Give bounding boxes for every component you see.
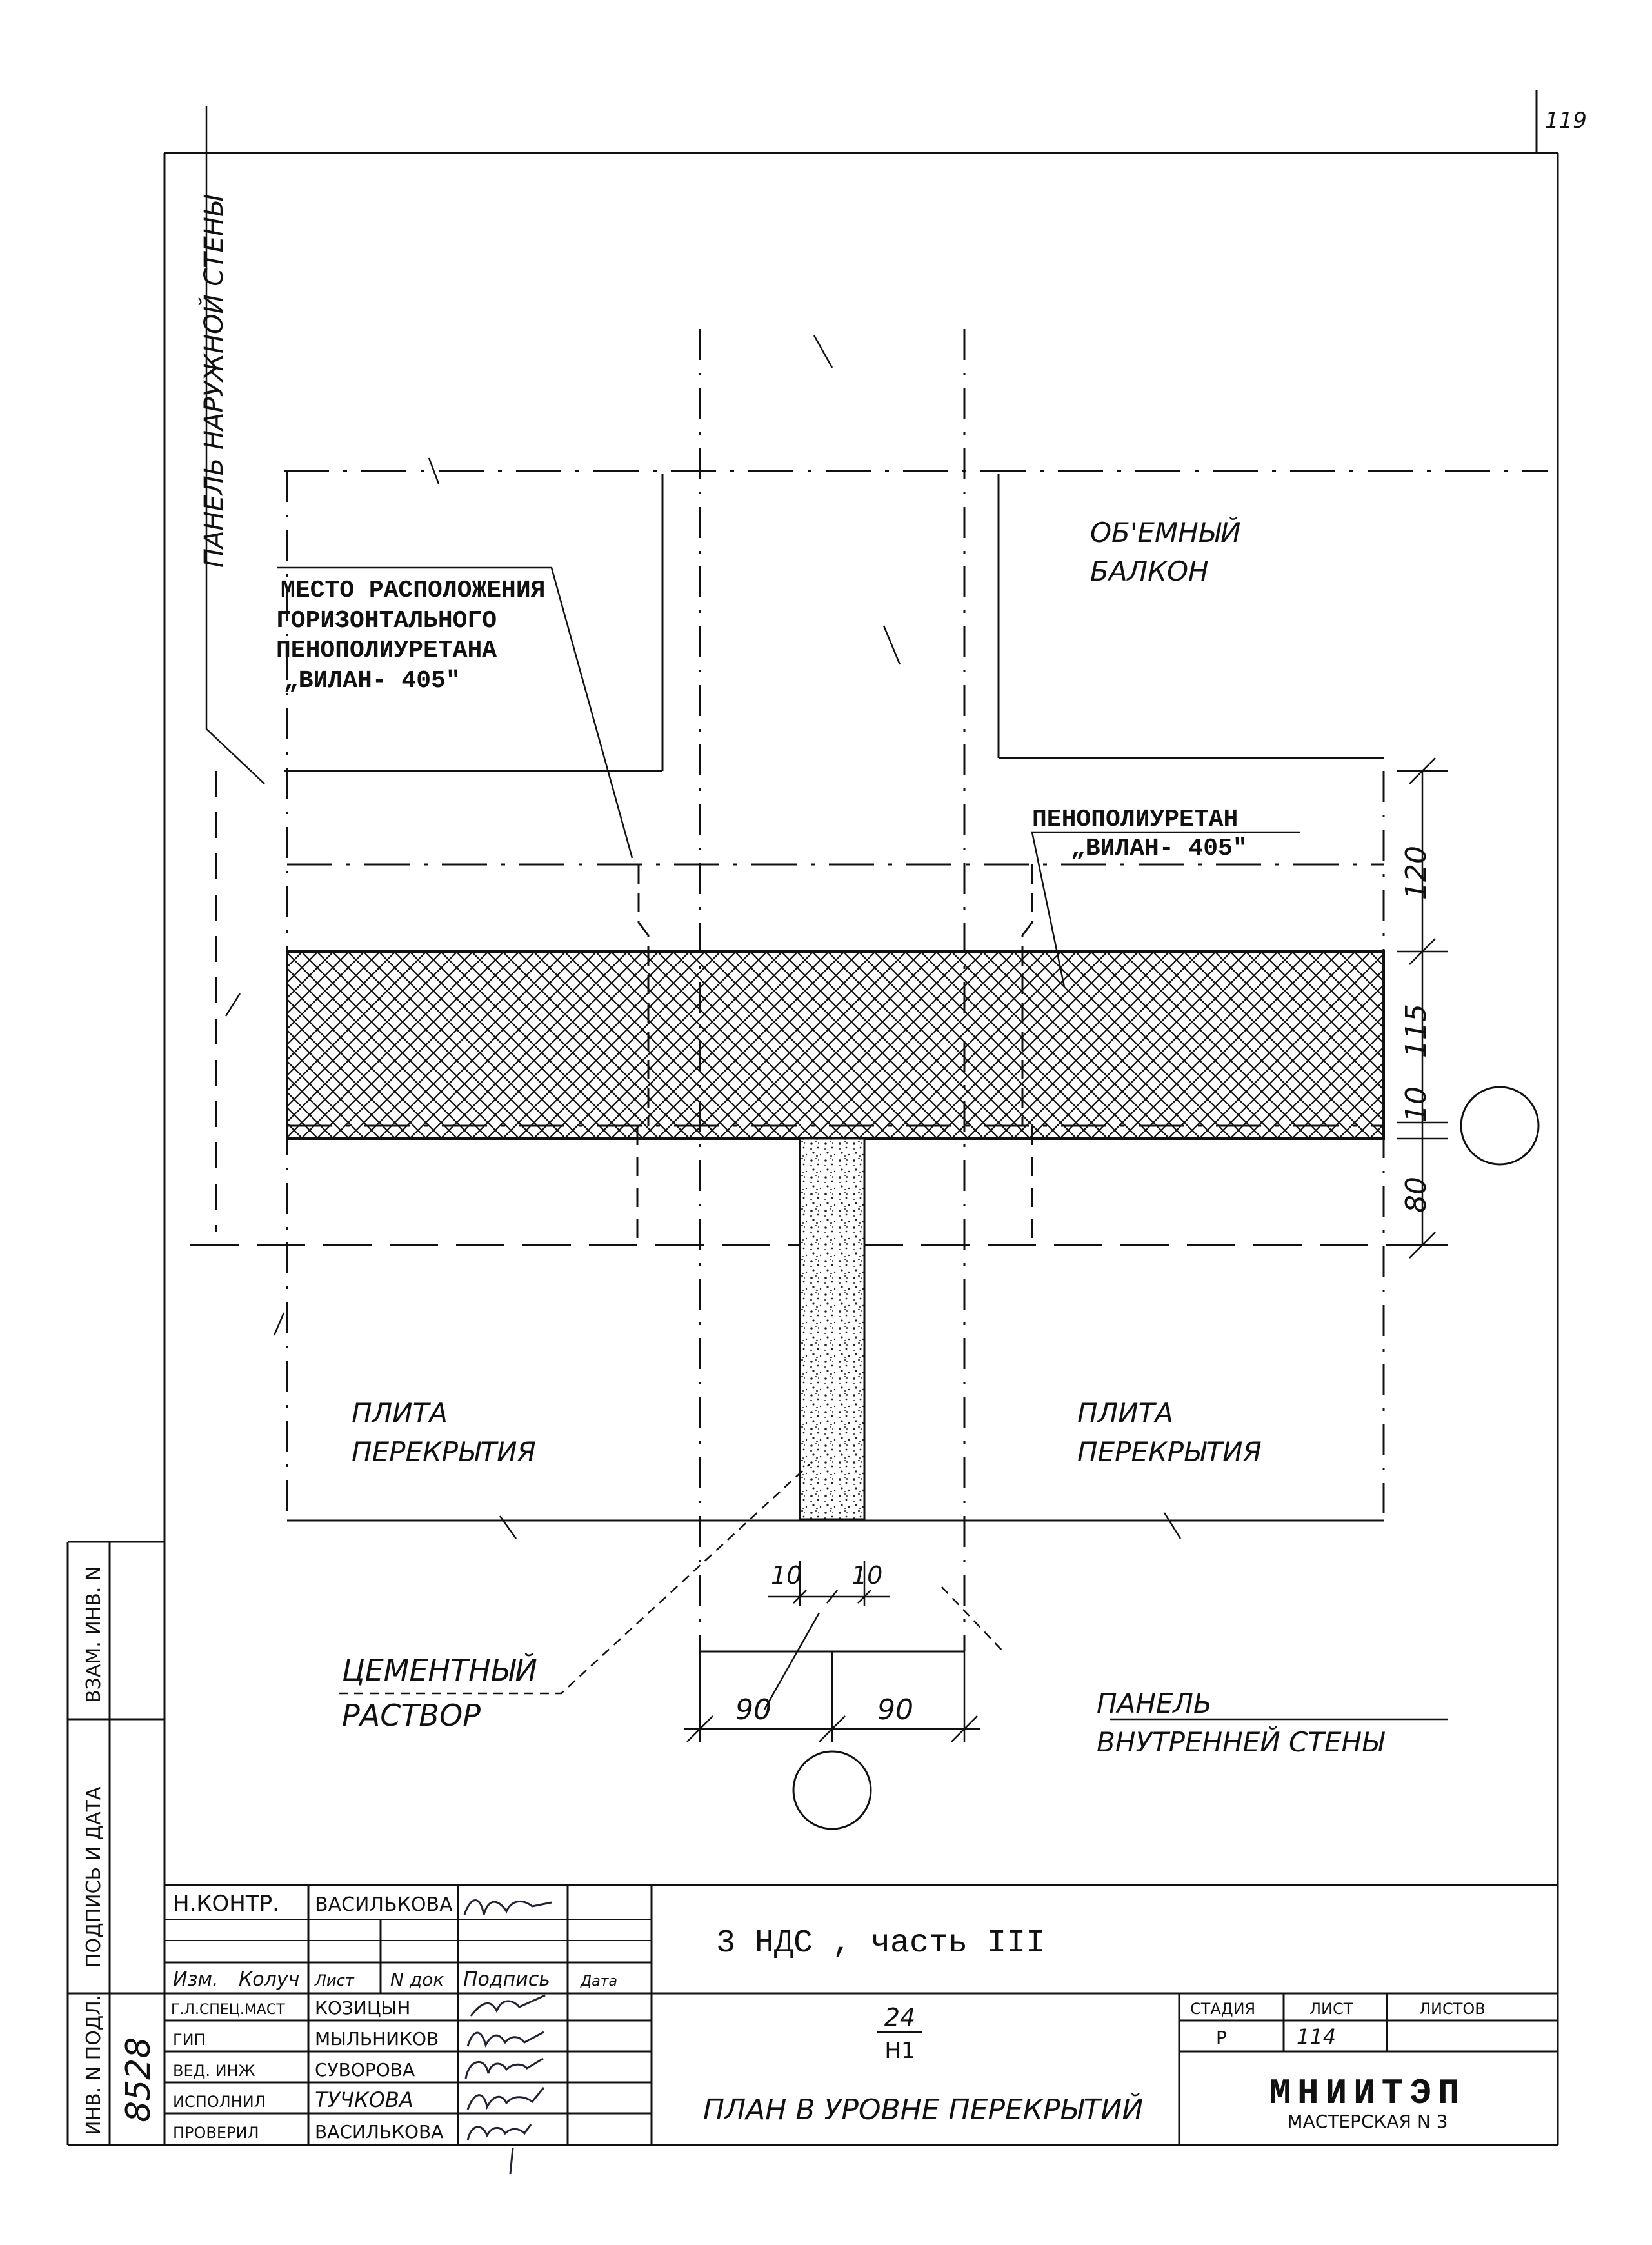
svg-text:РАСТВОР: РАСТВОР bbox=[342, 1698, 481, 1733]
title-block: 3 НДС , часть III 24 Н1 ПЛАН В УРОВНЕ ПЕ… bbox=[164, 1884, 1558, 2175]
svg-text:ПЕНОПОЛИУРЕТАНА: ПЕНОПОЛИУРЕТАНА bbox=[276, 637, 497, 664]
svg-text:ЛИСТОВ: ЛИСТОВ bbox=[1419, 2000, 1486, 2018]
svg-text:ГИП: ГИП bbox=[173, 2031, 206, 2049]
svg-text:СУВОРОВА: СУВОРОВА bbox=[315, 2059, 415, 2080]
svg-text:Лист: Лист bbox=[314, 1971, 355, 1990]
label-cement-mortar: ЦЕМЕНТНЫЙ РАСТВОР bbox=[342, 1653, 537, 1733]
stage-headers: СТАДИЯ ЛИСТ ЛИСТОВ bbox=[1190, 2000, 1486, 2018]
svg-text:ПЛИТА: ПЛИТА bbox=[1077, 1397, 1173, 1429]
org-sub: МАСТЕРСКАЯ N 3 bbox=[1287, 2111, 1448, 2132]
org-name: МНИИТЭП bbox=[1269, 2073, 1466, 2114]
svg-text:МЫЛЬНИКОВ: МЫЛЬНИКОВ bbox=[315, 2028, 439, 2050]
project-title: 3 НДС , часть III bbox=[716, 1925, 1045, 1962]
plan-drawing: ПАНЕЛЬ НАРУЖНОЙ СТЕНЫ МЕСТО РАСПОЛОЖЕНИЯ… bbox=[190, 106, 1548, 1830]
svg-text:10: 10 bbox=[851, 1561, 882, 1590]
svg-text:ТУЧКОВА: ТУЧКОВА bbox=[315, 2088, 413, 2112]
label-slab-left: ПЛИТА ПЕРЕКРЫТИЯ bbox=[352, 1397, 536, 1468]
stage-value: Р bbox=[1216, 2027, 1227, 2048]
svg-text:10: 10 bbox=[771, 1561, 802, 1590]
foam-insulation-hatch bbox=[286, 950, 1385, 1140]
revision-column-headers: Изм. Колуч Лист N док Подпись Дата bbox=[173, 1968, 617, 1991]
label-foam: ПЕНОПОЛИУРЕТАН „ВИЛАН- 405" bbox=[1032, 806, 1248, 863]
svg-text:Н.КОНТР.: Н.КОНТР. bbox=[173, 1891, 279, 1917]
svg-text:ВНУТРЕННЕЙ СТЕНЫ: ВНУТРЕННЕЙ СТЕНЫ bbox=[1097, 1726, 1385, 1758]
label-foam-location: МЕСТО РАСПОЛОЖЕНИЯ ГОРИЗОНТАЛЬНОГО ПЕНОП… bbox=[276, 577, 545, 695]
svg-text:Колуч: Колуч bbox=[239, 1968, 299, 1991]
svg-text:ПЕРЕКРЫТИЯ: ПЕРЕКРЫТИЯ bbox=[1077, 1436, 1262, 1468]
title-block-grid bbox=[164, 1884, 1558, 2145]
label-balcony: ОБ'ЕМНЫЙ БАЛКОН bbox=[1090, 516, 1241, 587]
axis-marker-bottom bbox=[792, 1750, 872, 1830]
sheet-code-top: 24 bbox=[884, 2003, 915, 2031]
svg-text:ПЕНОПОЛИУРЕТАН: ПЕНОПОЛИУРЕТАН bbox=[1032, 806, 1238, 833]
svg-text:Дата: Дата bbox=[580, 1973, 617, 1990]
svg-text:ВАСИЛЬКОВА: ВАСИЛЬКОВА bbox=[315, 1893, 453, 1916]
svg-text:ЦЕМЕНТНЫЙ: ЦЕМЕНТНЫЙ bbox=[342, 1653, 537, 1688]
svg-text:115: 115 bbox=[1400, 1004, 1433, 1058]
svg-text:КОЗИЦЫН: КОЗИЦЫН bbox=[315, 1997, 410, 2019]
handwritten-signatures bbox=[463, 1899, 552, 2175]
svg-text:„ВИЛАН- 405": „ВИЛАН- 405" bbox=[1071, 835, 1248, 863]
svg-text:Подпись: Подпись bbox=[463, 1968, 550, 1991]
svg-text:Изм.: Изм. bbox=[173, 1968, 219, 1991]
label-inner-wall: ПАНЕЛЬ ВНУТРЕННЕЙ СТЕНЫ bbox=[1097, 1688, 1385, 1758]
svg-text:90: 90 bbox=[877, 1693, 913, 1726]
side-stamp: ВЗАМ. ИНВ. N ПОДПИСЬ И ДАТА ИНВ. N ПОДЛ.… bbox=[66, 1541, 164, 2145]
label-slab-right: ПЛИТА ПЕРЕКРЫТИЯ bbox=[1077, 1397, 1262, 1468]
page-number: 119 bbox=[1545, 108, 1587, 134]
svg-text:90: 90 bbox=[735, 1693, 771, 1726]
svg-text:МЕСТО РАСПОЛОЖЕНИЯ: МЕСТО РАСПОЛОЖЕНИЯ bbox=[281, 577, 545, 604]
sheet-value: 114 bbox=[1297, 2024, 1336, 2049]
svg-text:ОБ'ЕМНЫЙ: ОБ'ЕМНЫЙ bbox=[1090, 516, 1241, 548]
svg-text:ПАНЕЛЬ: ПАНЕЛЬ bbox=[1097, 1688, 1212, 1719]
drawing-title: ПЛАН В УРОВНЕ ПЕРЕКРЫТИЙ bbox=[703, 2092, 1143, 2126]
svg-text:СТАДИЯ: СТАДИЯ bbox=[1190, 2000, 1255, 2018]
axis-marker-right bbox=[1460, 1086, 1540, 1166]
side-stamp-sign-date: ПОДПИСЬ И ДАТА bbox=[83, 1786, 105, 1968]
svg-text:Г.Л.СПЕЦ.МАСТ: Г.Л.СПЕЦ.МАСТ bbox=[171, 2002, 285, 2018]
label-outer-wall-panel: ПАНЕЛЬ НАРУЖНОЙ СТЕНЫ bbox=[198, 194, 229, 568]
signature-rows: Н.КОНТР. ВАСИЛЬКОВА Г.Л.СПЕЦ.МАСТ КОЗИЦЫ… bbox=[171, 1891, 453, 2142]
sheet-code-bottom: Н1 bbox=[884, 2038, 915, 2064]
sheet-frame bbox=[68, 90, 1559, 2146]
svg-text:ГОРИЗОНТАЛЬНОГО: ГОРИЗОНТАЛЬНОГО bbox=[276, 607, 497, 635]
svg-text:ЛИСТ: ЛИСТ bbox=[1309, 2000, 1353, 2018]
svg-text:ИСПОЛНИЛ: ИСПОЛНИЛ bbox=[173, 2093, 266, 2111]
svg-text:10: 10 bbox=[1400, 1086, 1433, 1122]
svg-text:ВЕД. ИНЖ: ВЕД. ИНЖ bbox=[173, 2062, 255, 2080]
svg-text:120: 120 bbox=[1400, 846, 1433, 900]
side-stamp-inv-orig: ИНВ. N ПОДЛ. bbox=[83, 1995, 105, 2135]
svg-text:80: 80 bbox=[1400, 1177, 1433, 1213]
cement-mortar-hatch bbox=[799, 1137, 866, 1521]
side-stamp-inv-sub: ВЗАМ. ИНВ. N bbox=[83, 1566, 105, 1703]
side-stamp-inv-value: 8528 bbox=[119, 2037, 158, 2122]
dimension-lines bbox=[684, 757, 1448, 1742]
svg-text:БАЛКОН: БАЛКОН bbox=[1090, 555, 1209, 587]
svg-text:ПЛИТА: ПЛИТА bbox=[352, 1397, 448, 1429]
svg-text:„ВИЛАН- 405": „ВИЛАН- 405" bbox=[284, 667, 461, 695]
svg-text:N док: N док bbox=[390, 1969, 444, 1990]
svg-text:ВАСИЛЬКОВА: ВАСИЛЬКОВА bbox=[315, 2121, 443, 2142]
svg-text:ПРОВЕРИЛ: ПРОВЕРИЛ bbox=[173, 2124, 259, 2142]
svg-text:ПЕРЕКРЫТИЯ: ПЕРЕКРЫТИЯ bbox=[352, 1436, 536, 1468]
dimension-labels: 120 115 10 80 10 10 90 90 bbox=[735, 846, 1433, 1726]
leader-lines bbox=[205, 106, 1448, 1721]
